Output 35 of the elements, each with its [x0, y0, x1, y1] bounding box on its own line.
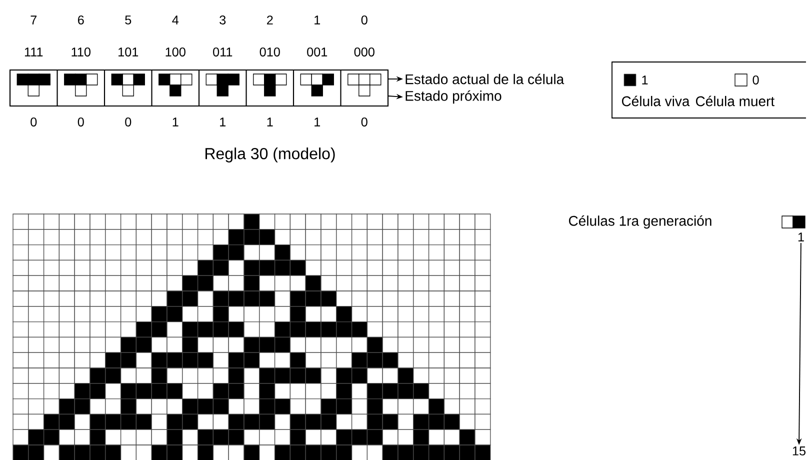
- rule-index: 6: [78, 16, 84, 24]
- neighborhood-code: 011: [213, 48, 232, 56]
- neighborhood-code: 101: [118, 48, 138, 56]
- generation-number: 1: [798, 232, 804, 242]
- state-label: Estado actual de la célula: [406, 74, 564, 84]
- neighborhood-code: 001: [307, 48, 328, 56]
- generation-number: 15: [792, 446, 806, 456]
- legend-label: 0: [752, 76, 759, 84]
- rule-caption: Regla 30 (modelo): [206, 148, 335, 162]
- next-state-value: 1: [267, 118, 273, 126]
- next-state-value: 0: [78, 118, 84, 126]
- next-state-value: 0: [125, 118, 132, 126]
- next-state-value: 0: [361, 118, 368, 126]
- rule-index: 5: [125, 16, 132, 24]
- neighborhood-code: 110: [72, 48, 90, 56]
- legend-caption: Célula viva: [622, 96, 690, 106]
- next-state-value: 0: [30, 118, 37, 126]
- rule-index: 4: [172, 16, 179, 24]
- rule-index: 0: [361, 16, 368, 24]
- neighborhood-code: 111: [24, 48, 43, 56]
- neighborhood-code: 010: [260, 48, 280, 56]
- rule-index: 2: [267, 16, 273, 24]
- rule-index: 1: [314, 16, 320, 24]
- neighborhood-code: 100: [166, 48, 186, 56]
- rule-index: 3: [220, 16, 226, 24]
- state-label: Estado próximo: [406, 90, 502, 104]
- legend-caption: Célula muert: [696, 96, 774, 106]
- neighborhood-code: 000: [354, 48, 374, 56]
- next-state-value: 1: [172, 118, 178, 126]
- legend-label: 1: [642, 76, 648, 84]
- rule-table: [9, 69, 389, 107]
- generation-title: Células 1ra generación: [568, 215, 712, 229]
- rule-index: 7: [30, 16, 37, 24]
- next-state-value: 1: [314, 118, 320, 126]
- next-state-value: 1: [220, 118, 226, 126]
